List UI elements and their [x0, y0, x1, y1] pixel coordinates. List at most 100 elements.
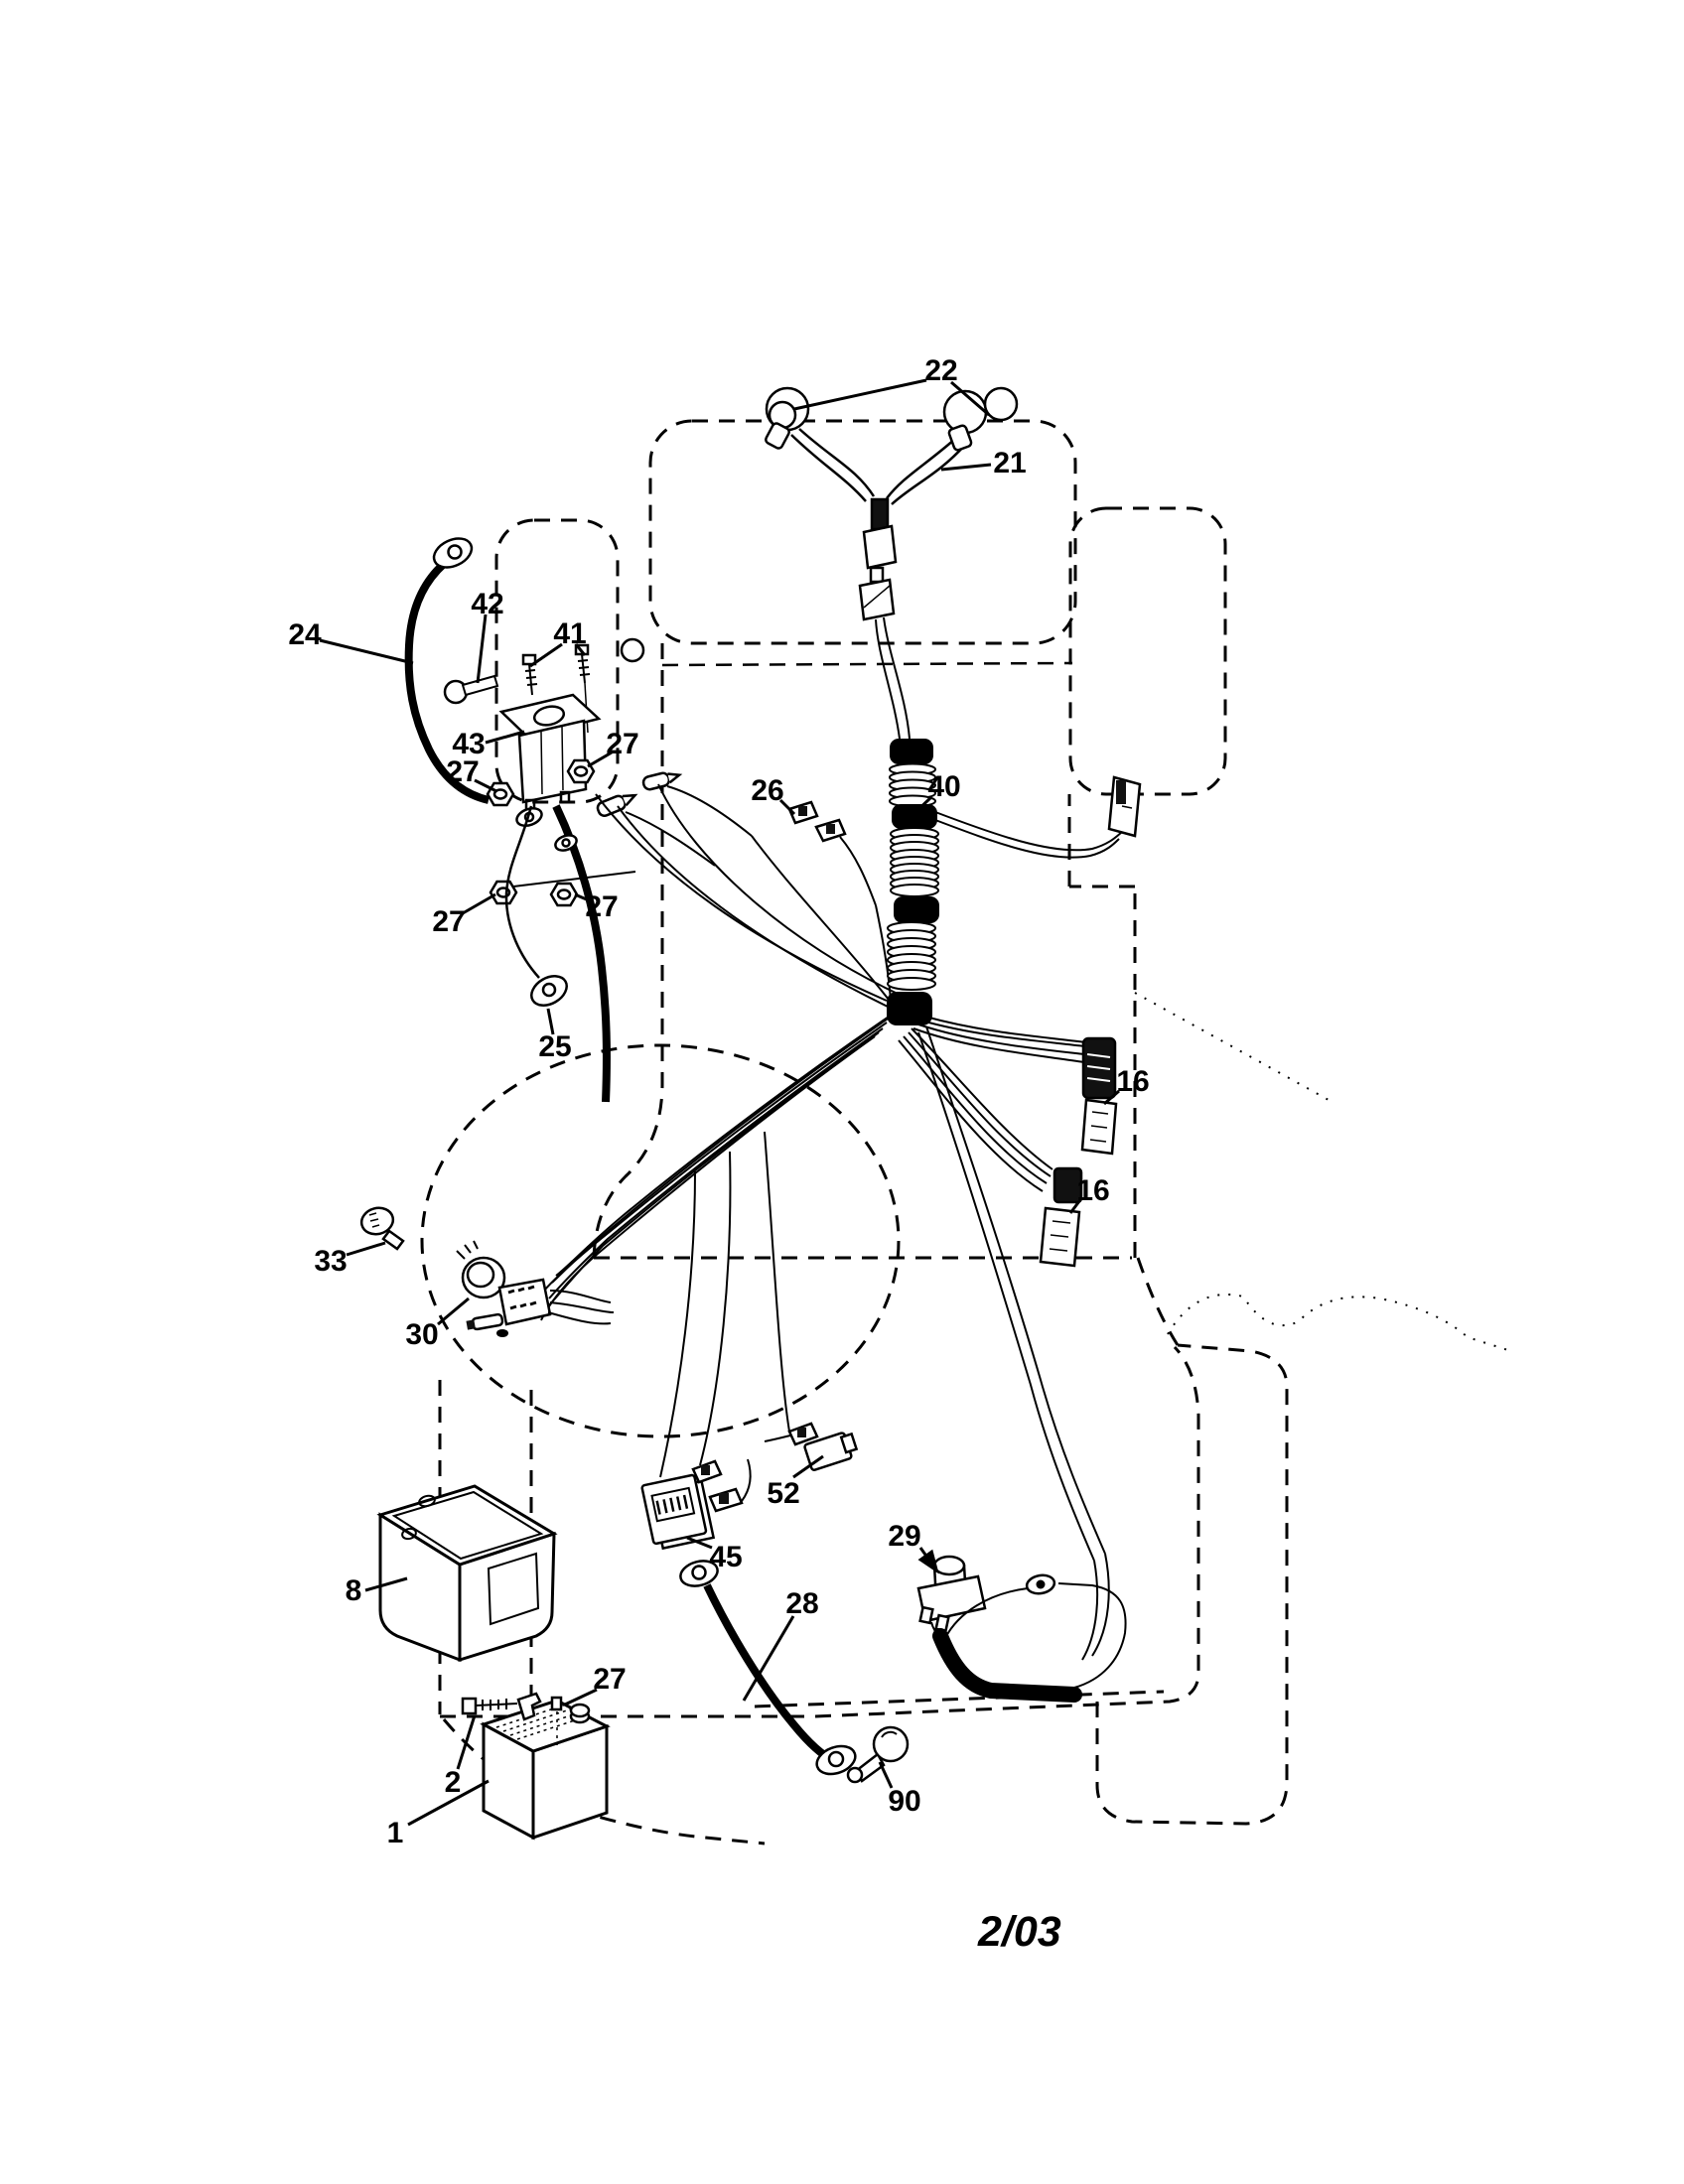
- spade-band: [797, 1428, 806, 1437]
- svg-text:43: 43: [452, 728, 485, 760]
- callout-27: 27: [446, 755, 497, 793]
- box-right-face: [458, 1531, 556, 1663]
- solenoid-stud-b: [559, 790, 571, 804]
- box-left-face: [378, 1512, 462, 1663]
- wire: [764, 1434, 791, 1442]
- connectors-16: [1039, 1036, 1118, 1268]
- connector-16-white-b: [1039, 1206, 1081, 1268]
- connector-right: [1107, 775, 1142, 838]
- wire: [595, 793, 888, 1002]
- loom-bands: [887, 739, 939, 1025]
- battery-post-top: [569, 1703, 591, 1718]
- key-33-blade: [381, 1229, 405, 1251]
- dash-panel-line: [661, 661, 1073, 667]
- callout-27: 27: [587, 728, 639, 768]
- hood-outline: [648, 419, 1077, 645]
- svg-text:22: 22: [924, 354, 957, 387]
- switch-30-pins: [507, 1285, 537, 1310]
- ignition-switch-group: [359, 1206, 615, 1337]
- wire: [944, 1587, 1029, 1639]
- key-90-detail: [881, 1730, 898, 1738]
- battery-box-8: [376, 1484, 558, 1663]
- wire: [790, 434, 867, 502]
- loom-branch-right: [934, 811, 1123, 859]
- headlight-harness: [765, 386, 1019, 740]
- svg-text:30: 30: [405, 1318, 438, 1351]
- wire: [741, 1458, 752, 1502]
- fuse-26: [787, 800, 877, 906]
- wire: [666, 785, 753, 837]
- svg-text:27: 27: [432, 905, 465, 938]
- wire: [875, 904, 892, 1002]
- svg-text:41: 41: [553, 617, 586, 650]
- key-33-text: [368, 1212, 380, 1228]
- wire: [798, 428, 876, 497]
- bulb-glass-right: [983, 386, 1019, 422]
- callout-40: 40: [912, 770, 961, 816]
- dotted-outlines: [1134, 992, 1515, 1353]
- bolt-42-shaft: [461, 674, 499, 697]
- svg-text:2: 2: [445, 1766, 462, 1799]
- box-hole-a: [401, 1527, 417, 1541]
- callout-27: 27: [432, 892, 496, 938]
- nut-27-b: [566, 758, 596, 784]
- wire: [917, 1031, 1095, 1562]
- chassis-outlines: [420, 419, 1289, 1845]
- harness-wires: [540, 783, 1106, 1562]
- svg-text:29: 29: [888, 1520, 920, 1553]
- screw-27-battery: [550, 1696, 563, 1711]
- wire: [903, 1035, 1048, 1184]
- right-panel-outline: [1068, 506, 1227, 796]
- key-90-tip: [846, 1766, 864, 1784]
- wire: [699, 1151, 732, 1466]
- bolt-2-head: [461, 1697, 478, 1715]
- box-hole-b: [418, 1494, 436, 1508]
- ring-hole: [447, 544, 463, 560]
- bolt-41-shaft: [524, 663, 538, 696]
- left-panel-outline: [494, 518, 620, 804]
- svg-text:40: 40: [927, 770, 960, 803]
- wire: [545, 1031, 880, 1309]
- svg-text:25: 25: [538, 1030, 571, 1063]
- svg-text:1: 1: [387, 1817, 404, 1849]
- switch-29-prong-a: [918, 1605, 934, 1625]
- wire: [912, 1027, 1085, 1063]
- wire: [764, 1131, 790, 1433]
- wire: [886, 438, 956, 499]
- svg-text:42: 42: [471, 588, 503, 620]
- ring-hole: [691, 1565, 707, 1580]
- chassis-circle: [420, 1043, 901, 1438]
- interlock-29: [916, 1553, 1127, 1703]
- connector-detail: [1049, 1220, 1071, 1252]
- callout-24: 24: [288, 618, 414, 665]
- seatpan-right: [1067, 794, 1137, 1258]
- fuse-52-tab: [839, 1432, 859, 1454]
- svg-text:90: 90: [888, 1785, 920, 1818]
- nut-27-d: [549, 882, 579, 907]
- bolt-41b-shaft: [577, 653, 591, 684]
- wire: [920, 1020, 1086, 1047]
- ring-hole: [541, 982, 557, 998]
- callout-27: 27: [564, 1663, 627, 1706]
- callout-16: 16: [1103, 1065, 1150, 1106]
- wire: [1081, 1560, 1099, 1661]
- wire: [548, 1027, 884, 1299]
- svg-text:45: 45: [709, 1541, 742, 1573]
- callout-27: 27: [574, 890, 619, 923]
- callout-25: 25: [538, 1008, 572, 1063]
- callout-33: 33: [314, 1241, 386, 1278]
- bulb-socket-right: [947, 424, 973, 452]
- svg-text:27: 27: [585, 890, 618, 923]
- wire: [875, 618, 901, 740]
- nut-27-a: [486, 781, 515, 807]
- switch-30-threads: [456, 1240, 479, 1260]
- connector-slots: [1086, 1053, 1111, 1082]
- svg-text:33: 33: [314, 1245, 347, 1278]
- wire: [657, 783, 897, 994]
- wire: [1091, 1553, 1110, 1657]
- callout-43: 43: [452, 728, 525, 760]
- spade-terminal-30: [466, 1312, 504, 1331]
- svg-text:27: 27: [593, 1663, 626, 1696]
